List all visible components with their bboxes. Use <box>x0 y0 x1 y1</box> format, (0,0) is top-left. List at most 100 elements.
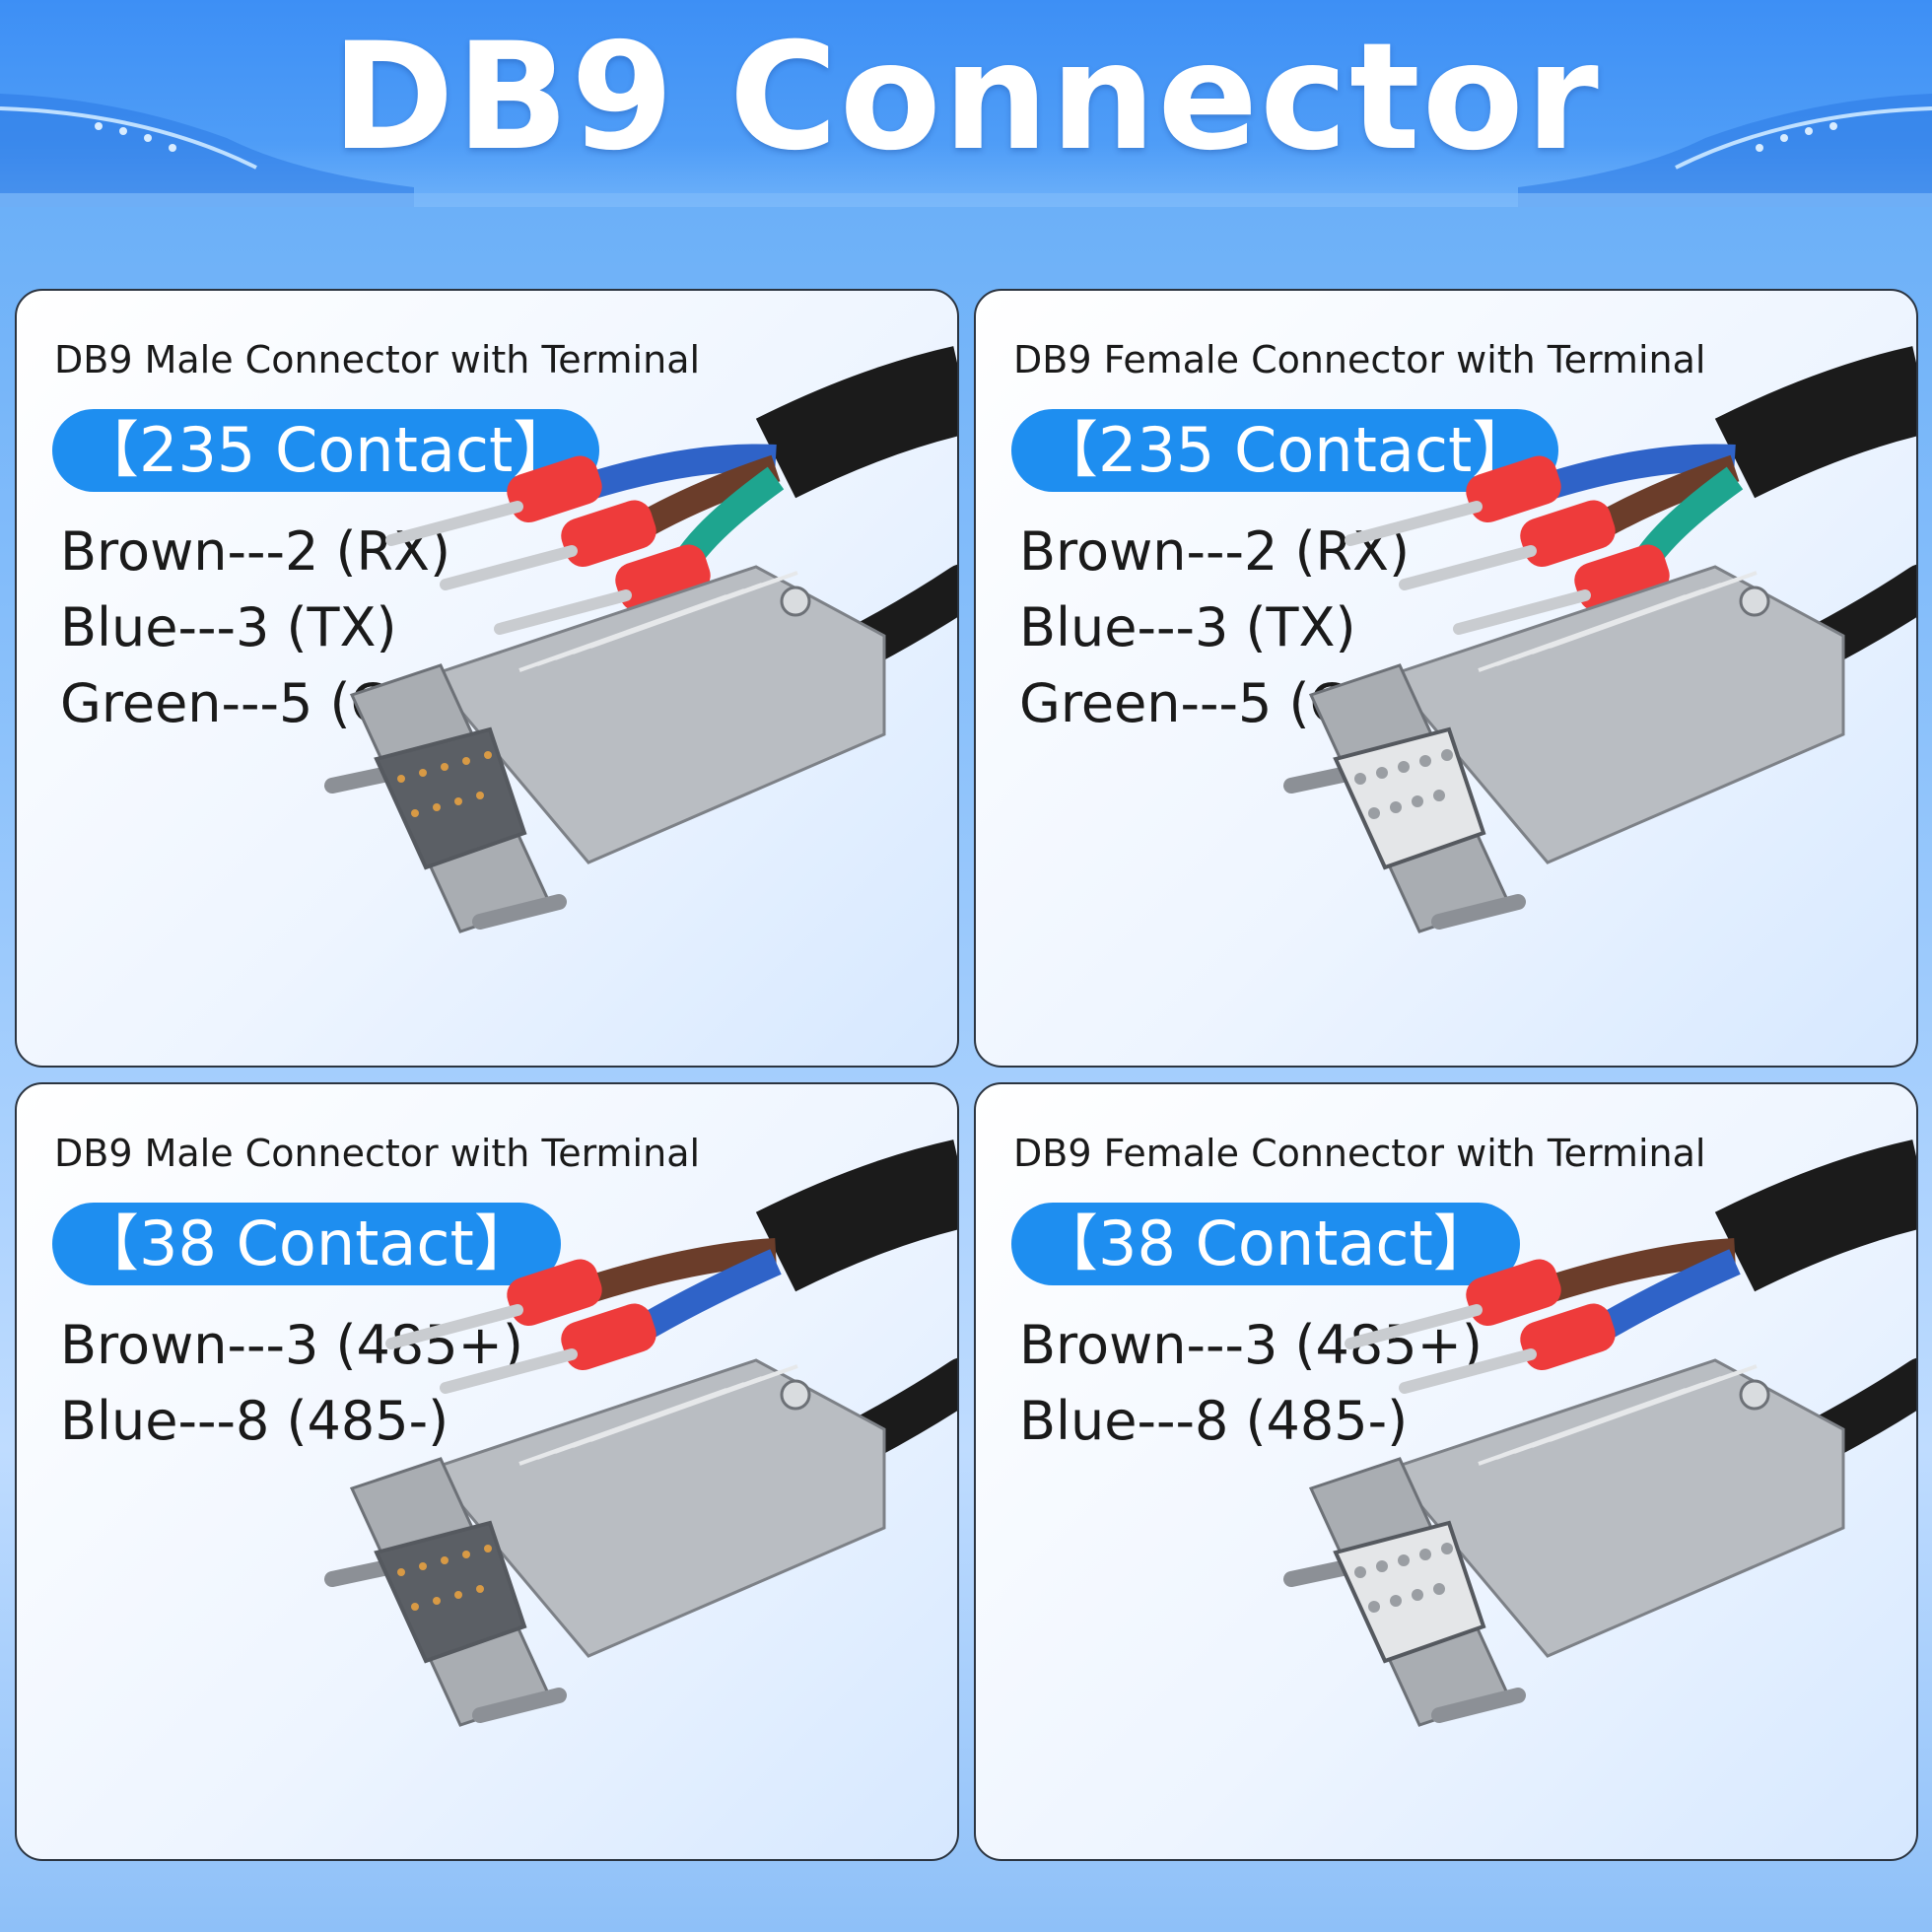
thumbscrew <box>472 1688 567 1723</box>
socket <box>1376 1560 1388 1572</box>
ferrule <box>561 500 656 568</box>
panel-female-38: DB9 Female Connector with Terminal 【38 C… <box>974 1082 1918 1861</box>
terminal-pin <box>1453 589 1591 635</box>
socket <box>1433 790 1445 801</box>
female-socket-face <box>1333 1520 1486 1664</box>
ferrule <box>1466 455 1561 523</box>
socket <box>1354 773 1366 785</box>
cable-jacket <box>1714 346 1916 499</box>
connector-illustration <box>324 1139 957 1727</box>
socket <box>1390 1595 1402 1607</box>
wire-label: Blue---3 (TX) <box>60 596 397 658</box>
page-title: DB9 Connector <box>331 12 1601 183</box>
ferrule <box>1466 1259 1561 1327</box>
pin <box>441 763 448 771</box>
socket <box>1412 1589 1423 1601</box>
cable-jacket <box>755 1139 957 1292</box>
connector-illustration <box>1283 1139 1916 1727</box>
terminal-pin <box>1345 1304 1483 1349</box>
title-banner <box>0 0 1932 207</box>
pin <box>411 1603 419 1611</box>
terminal-pin <box>440 1348 578 1394</box>
screw-hole <box>1739 1379 1770 1411</box>
metal-hood <box>1387 565 1845 864</box>
contact-badge: 【235 Contact】 <box>52 409 600 492</box>
terminal-pin <box>440 545 578 590</box>
metal-hood <box>428 565 886 864</box>
contact-badge: 【235 Contact】 <box>1011 409 1559 492</box>
cable-jacket <box>755 346 957 499</box>
pin <box>433 1597 441 1605</box>
socket <box>1398 761 1410 773</box>
ferrule <box>1520 500 1616 568</box>
pin <box>476 792 484 799</box>
terminal-pin <box>1399 1348 1537 1394</box>
socket <box>1398 1554 1410 1566</box>
cable-assembly <box>324 346 957 933</box>
socket <box>1390 801 1402 813</box>
metal-hood <box>428 1358 886 1658</box>
socket <box>1368 807 1380 819</box>
socket <box>1441 749 1453 761</box>
screw-hole <box>780 1379 811 1411</box>
wave-decoration <box>0 94 1932 207</box>
panel-female-235: DB9 Female Connector with Terminal 【235 … <box>974 289 1918 1068</box>
pin <box>397 1568 405 1576</box>
pin <box>441 1556 448 1564</box>
terminal-pin <box>494 589 632 635</box>
male-pin-face <box>374 726 527 870</box>
thumbscrew <box>472 894 567 930</box>
pin <box>419 1562 427 1570</box>
pin <box>411 809 419 817</box>
ferrule <box>561 1303 656 1371</box>
terminal-pin <box>1345 501 1483 546</box>
contact-badge: 【38 Contact】 <box>52 1203 561 1285</box>
pin <box>484 1545 492 1552</box>
connector-illustration <box>324 346 957 933</box>
thumbscrew <box>1431 1688 1526 1723</box>
wire-label: Blue---3 (TX) <box>1019 596 1356 658</box>
terminal-pin <box>1399 545 1537 590</box>
cable-assembly <box>324 1139 957 1727</box>
wire-label: Brown---2 (RX) <box>1019 520 1411 583</box>
hood-ridge <box>589 571 798 649</box>
ferrule <box>507 1259 602 1327</box>
metal-hood <box>1387 1358 1845 1658</box>
ferrule <box>507 455 602 523</box>
male-pin-face <box>374 1520 527 1664</box>
pin <box>476 1585 484 1593</box>
pin <box>454 797 462 805</box>
socket <box>1419 1549 1431 1560</box>
contact-badge: 【38 Contact】 <box>1011 1203 1520 1285</box>
hood-ridge <box>589 1364 798 1442</box>
wire-label: Blue---8 (485-) <box>1019 1390 1409 1452</box>
socket <box>1433 1583 1445 1595</box>
socket <box>1354 1566 1366 1578</box>
wire-list: Brown---3 (485+) Blue---8 (485-) <box>60 1307 523 1459</box>
ferrule <box>1520 1303 1616 1371</box>
terminal-pin <box>385 501 523 546</box>
pin <box>433 803 441 811</box>
pin <box>454 1591 462 1599</box>
panel-heading: DB9 Female Connector with Terminal <box>1013 1132 1706 1175</box>
terminal-pin <box>385 1304 523 1349</box>
cable-assembly <box>1283 1139 1916 1727</box>
socket <box>1368 1601 1380 1613</box>
wire-label: Blue---8 (485-) <box>60 1390 449 1452</box>
female-socket-face <box>1333 726 1486 870</box>
pin <box>462 1551 470 1558</box>
panel-heading: DB9 Male Connector with Terminal <box>54 338 701 381</box>
hood-ridge <box>1549 1364 1758 1442</box>
pin <box>462 757 470 765</box>
screw-hole <box>780 586 811 617</box>
socket <box>1419 755 1431 767</box>
wire-label: Brown---2 (RX) <box>60 520 451 583</box>
socket <box>1412 795 1423 807</box>
cable-jacket <box>1714 1139 1916 1292</box>
screw-hole <box>1739 586 1770 617</box>
thumbscrew <box>1431 894 1526 930</box>
panel-heading: DB9 Female Connector with Terminal <box>1013 338 1706 381</box>
panel-male-38: DB9 Male Connector with Terminal 【38 Con… <box>15 1082 959 1861</box>
connector-illustration <box>1283 346 1916 933</box>
hood-ridge <box>1549 571 1758 649</box>
